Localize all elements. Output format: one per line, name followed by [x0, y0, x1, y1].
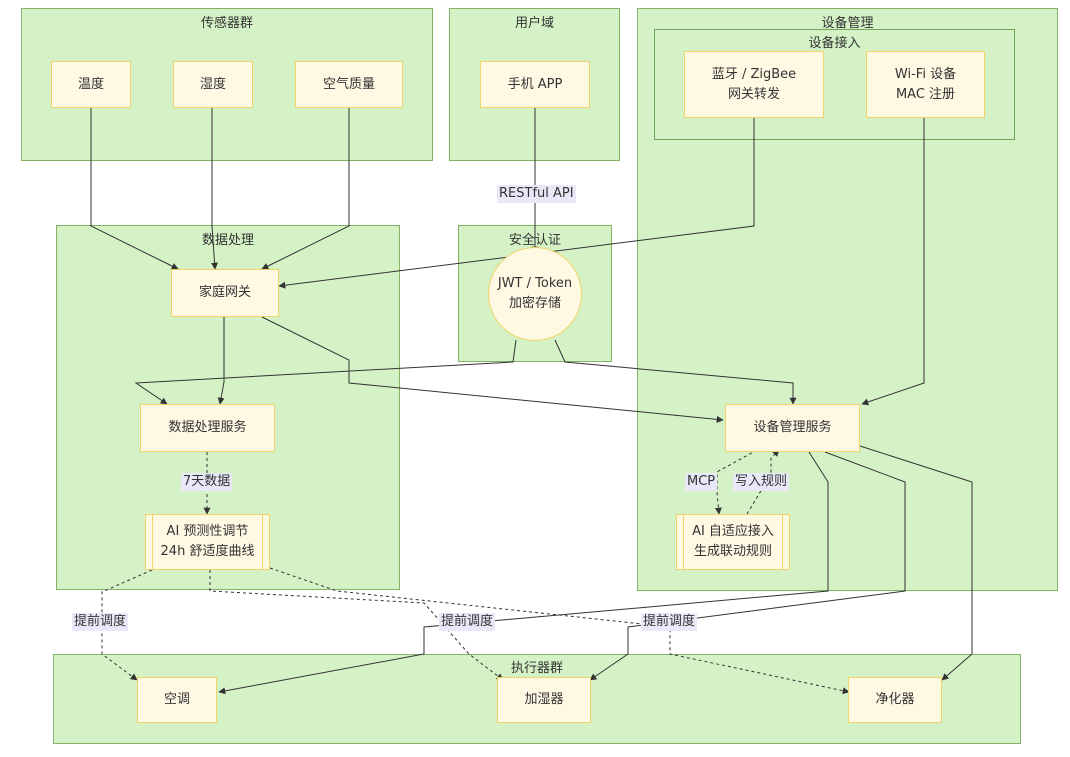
node-line: JWT / Token	[497, 276, 573, 291]
edge-device-service-purifier	[859, 445, 973, 681]
edge-ai-predict-humidifier	[209, 570, 504, 681]
node-ai-adaptive[interactable]: AI 自适应接入生成联动规则	[676, 514, 790, 570]
edge-label-write-rules: 写入规则	[733, 473, 790, 491]
edge-wifi-device-service	[861, 118, 925, 406]
node-bt-zigbee-gateway[interactable]: 蓝牙 / ZigBee 网关转发	[684, 51, 824, 118]
node-line: Wi-Fi 设备	[894, 66, 957, 82]
edge-gateway-data-service	[217, 317, 225, 405]
edge-humidity-gateway	[211, 108, 219, 270]
edge-temperature-gateway	[90, 108, 179, 270]
edge-jwt-data-service	[134, 339, 517, 405]
edge-label-advance-schedule: 提前调度	[641, 613, 698, 631]
group-title: 执行器群	[510, 661, 563, 676]
edge-bt-gateway	[278, 118, 755, 289]
group-title: 传感器群	[200, 16, 253, 31]
group-title: 设备接入	[808, 36, 861, 51]
node-purifier[interactable]: 净化器	[848, 677, 942, 723]
edge-label-seven-day-data: 7天数据	[181, 473, 233, 491]
edge-gateway-device-service	[261, 316, 724, 423]
node-device-management-service[interactable]: 设备管理服务	[725, 404, 860, 452]
node-phone-app[interactable]: 手机 APP	[480, 61, 590, 108]
edge-ai-adaptive-device-service	[746, 449, 780, 515]
node-wifi-device[interactable]: Wi-Fi 设备 MAC 注册	[866, 51, 985, 118]
group-title: 设备管理	[821, 16, 874, 31]
node-line: 加密存储	[508, 296, 561, 311]
node-line: AI 预测性调节	[166, 524, 249, 539]
edge-jwt-device-service	[554, 339, 797, 405]
node-air-conditioner[interactable]: 空调	[137, 677, 217, 723]
node-air-quality[interactable]: 空气质量	[295, 61, 403, 108]
edge-label-restful-api: RESTful API	[497, 185, 576, 203]
node-line: 24h 舒适度曲线	[160, 544, 255, 559]
node-jwt-token[interactable]: JWT / Token 加密存储	[488, 247, 582, 341]
node-ai-predictive[interactable]: AI 预测性调节 24h 舒适度曲线	[145, 514, 270, 570]
node-line: 网关转发	[727, 86, 780, 102]
node-line: 蓝牙 / ZigBee	[711, 66, 797, 82]
node-line: AI 自适应接入	[692, 524, 774, 539]
edge-label-advance-schedule: 提前调度	[72, 613, 129, 631]
group-title: 数据处理	[201, 233, 254, 248]
group-title: 用户域	[514, 16, 554, 31]
node-line: MAC 注册	[895, 86, 956, 102]
edge-ai-predict-purifier	[269, 567, 850, 695]
node-home-gateway[interactable]: 家庭网关	[171, 269, 279, 317]
node-humidifier[interactable]: 加湿器	[497, 677, 591, 723]
edge-air-gateway	[261, 108, 350, 270]
edge-device-service-humidifier	[589, 451, 906, 681]
edge-label-advance-schedule: 提前调度	[439, 613, 496, 631]
edge-label-mcp: MCP	[685, 473, 718, 491]
node-line: 生成联动规则	[693, 544, 772, 559]
node-data-processing-service[interactable]: 数据处理服务	[140, 404, 275, 452]
edge-device-service-ac	[218, 451, 829, 695]
node-temperature[interactable]: 温度	[51, 61, 131, 108]
node-humidity[interactable]: 湿度	[173, 61, 253, 108]
